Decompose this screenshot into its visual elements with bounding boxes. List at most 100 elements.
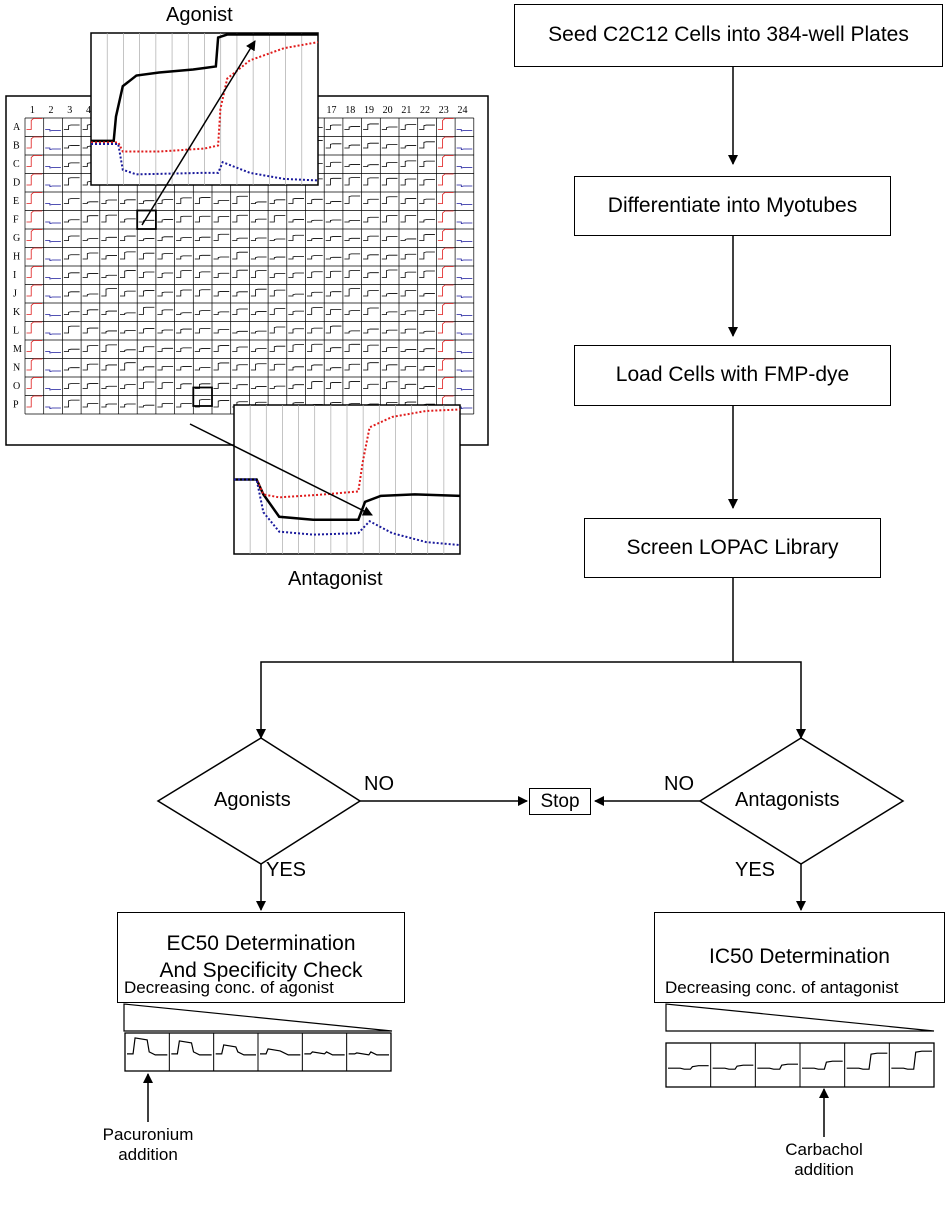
plate-row-label: C: [13, 159, 20, 170]
well-trace: [456, 240, 473, 243]
well-trace: [194, 399, 211, 408]
well-trace: [437, 377, 454, 389]
well-trace: [213, 256, 230, 260]
well-trace: [26, 395, 43, 408]
well-trace: [400, 198, 417, 204]
well-trace: [26, 340, 43, 352]
well-trace: [82, 238, 99, 241]
well-trace: [138, 366, 155, 371]
well-trace: [288, 384, 304, 389]
well-trace: [63, 348, 80, 352]
well-trace: [400, 160, 417, 167]
well-trace: [63, 311, 80, 315]
well-trace: [120, 199, 136, 204]
well-trace: [45, 258, 61, 261]
well-trace: [213, 311, 230, 315]
well-trace: [325, 382, 342, 389]
well-trace: [381, 144, 398, 149]
well-trace: [213, 362, 230, 371]
well-trace: [157, 199, 174, 204]
well-trace: [26, 377, 43, 389]
agonist-red-trace: [91, 41, 319, 153]
plate-column-label: 4: [86, 105, 91, 116]
well-trace: [363, 254, 379, 260]
step-screen-library-label: Screen LOPAC Library: [626, 535, 839, 559]
well-trace: [63, 383, 80, 389]
well-trace: [269, 308, 286, 315]
well-trace: [82, 252, 99, 260]
well-trace: [344, 330, 361, 334]
well-trace: [176, 255, 192, 260]
well-trace: [45, 221, 61, 224]
antagonists-label: Antagonists: [735, 789, 840, 811]
well-trace: [269, 363, 286, 371]
well-trace: [344, 381, 361, 389]
well-trace: [250, 386, 267, 389]
antagonist-black-trace: [234, 478, 461, 521]
well-trace: [381, 329, 398, 334]
well-trace: [45, 369, 61, 372]
well-trace: [325, 291, 342, 297]
agonists-label: Agonists: [214, 789, 291, 811]
well-trace: [419, 219, 435, 223]
antagonist-dose-trace: [891, 1050, 932, 1070]
well-trace: [157, 365, 174, 371]
arrow-to-agonists: [256, 578, 734, 739]
well-trace: [120, 403, 136, 408]
well-trace: [419, 310, 435, 315]
well-trace: [456, 332, 473, 335]
well-trace: [82, 327, 99, 334]
well-trace: [363, 216, 379, 223]
well-trace: [381, 196, 398, 204]
well-trace: [45, 406, 61, 409]
plate-column-label: 2: [49, 105, 54, 116]
well-trace: [101, 274, 117, 278]
well-trace: [269, 326, 286, 334]
well-trace: [176, 237, 192, 241]
well-trace: [26, 284, 43, 297]
well-trace: [176, 383, 192, 389]
pacuronium-line2: addition: [118, 1145, 178, 1165]
well-trace: [325, 201, 342, 204]
well-trace: [101, 364, 117, 371]
plate-column-label: 24: [457, 105, 467, 116]
antagonist-dose-trace: [802, 1060, 843, 1070]
well-trace: [157, 291, 174, 297]
well-trace: [101, 199, 117, 204]
well-trace: [213, 216, 230, 223]
well-trace: [344, 177, 361, 186]
well-trace: [176, 402, 192, 408]
agonist-dose-trace: [260, 1048, 301, 1056]
well-trace: [157, 329, 174, 334]
well-trace: [26, 136, 43, 149]
antagonist-inset-plot: [233, 404, 461, 555]
plate-row-label: I: [13, 270, 16, 281]
well-trace: [45, 388, 61, 391]
well-trace: [157, 219, 174, 223]
well-trace: [63, 145, 80, 149]
well-trace: [269, 273, 286, 278]
well-trace: [437, 229, 454, 241]
well-trace: [419, 330, 435, 334]
yes-label-right: YES: [735, 859, 776, 881]
well-trace: [138, 238, 155, 241]
well-trace: [307, 364, 323, 371]
well-trace: [176, 270, 192, 278]
flow-connectors: [256, 67, 806, 911]
well-trace: [363, 362, 379, 371]
well-trace: [26, 358, 43, 371]
well-trace: [194, 367, 211, 371]
agonist-zoom-arrow: [141, 40, 256, 226]
well-trace: [120, 235, 136, 241]
plate-row-label: E: [13, 196, 19, 207]
well-trace: [363, 272, 379, 278]
well-trace: [344, 237, 361, 241]
well-trace: [26, 266, 43, 278]
well-trace: [194, 310, 211, 315]
plate-column-label: 1: [30, 105, 35, 116]
well-trace: [269, 385, 286, 389]
well-trace: [250, 201, 267, 204]
well-trace: [45, 129, 61, 132]
step-screen-library: Screen LOPAC Library: [584, 518, 881, 578]
